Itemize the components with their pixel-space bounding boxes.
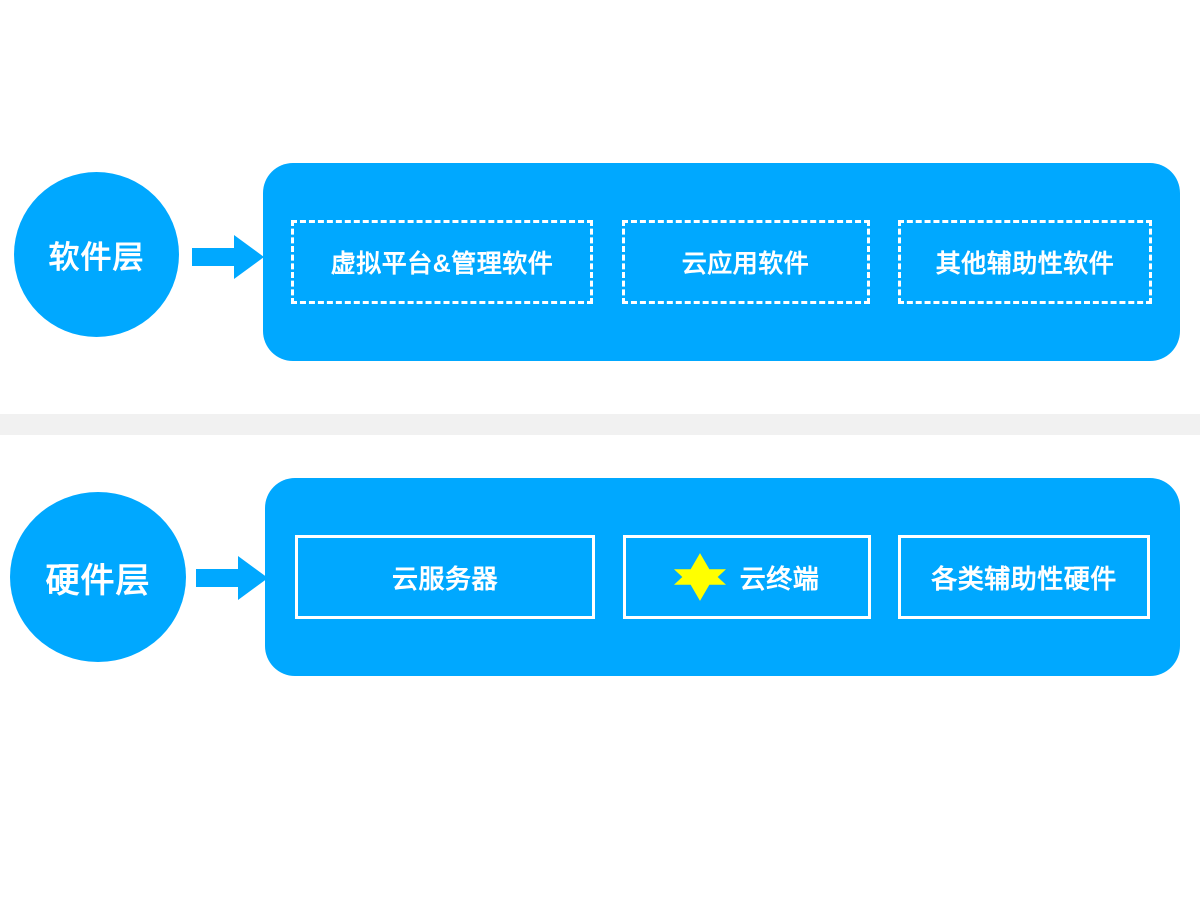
right-arrow-icon bbox=[192, 235, 264, 279]
layer-label-software-text: 软件层 bbox=[48, 240, 145, 275]
right-arrow-icon bbox=[196, 556, 268, 600]
software-layer-panel: 虚拟平台&管理软件 云应用软件 其他辅助性软件 bbox=[263, 163, 1180, 361]
hardware-item-cloud-terminal-inner: 云终端 bbox=[673, 551, 820, 603]
hardware-item-cloud-terminal-label: 云终端 bbox=[739, 563, 820, 594]
software-item-other-auxiliary-label: 其他辅助性软件 bbox=[935, 250, 1115, 278]
star-icon bbox=[673, 553, 726, 601]
hardware-item-auxiliary-hardware[interactable]: 各类辅助性硬件 bbox=[898, 535, 1150, 619]
hardware-item-cloud-server-label: 云服务器 bbox=[391, 563, 498, 594]
layer-row-software: 软件层 虚拟平台&管理软件 云应用软件 其他辅助性软件 bbox=[0, 163, 1200, 361]
hardware-layer-panel: 云服务器 云终端 各类辅助性硬件 bbox=[265, 478, 1180, 676]
layer-label-hardware[interactable]: 硬件层 bbox=[10, 492, 186, 662]
hardware-item-cloud-server[interactable]: 云服务器 bbox=[295, 535, 595, 619]
software-item-cloud-application[interactable]: 云应用软件 bbox=[621, 220, 870, 304]
section-divider bbox=[0, 414, 1200, 435]
software-item-cloud-application-label: 云应用软件 bbox=[681, 250, 810, 278]
layer-label-software[interactable]: 软件层 bbox=[14, 172, 179, 337]
software-item-virtual-platform[interactable]: 虚拟平台&管理软件 bbox=[291, 220, 593, 304]
hardware-item-auxiliary-hardware-label: 各类辅助性硬件 bbox=[931, 563, 1117, 594]
layer-label-hardware-text: 硬件层 bbox=[45, 561, 151, 600]
layer-row-hardware: 硬件层 云服务器 云终端 各类辅助性硬件 bbox=[0, 478, 1200, 676]
software-item-other-auxiliary[interactable]: 其他辅助性软件 bbox=[898, 220, 1152, 304]
software-item-virtual-platform-label: 虚拟平台&管理软件 bbox=[330, 250, 554, 278]
hardware-item-cloud-terminal[interactable]: 云终端 bbox=[622, 535, 871, 619]
